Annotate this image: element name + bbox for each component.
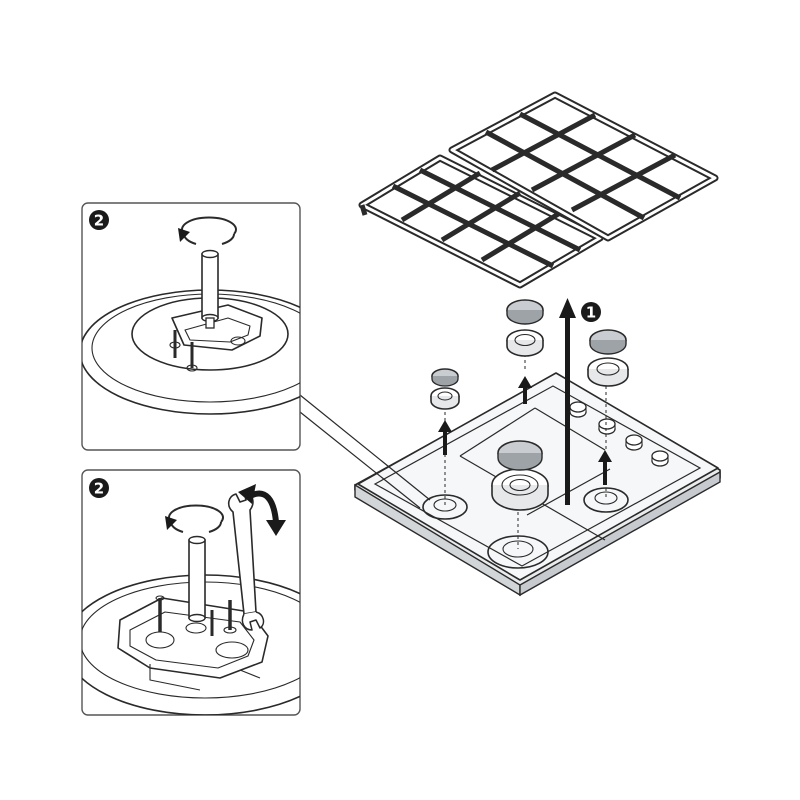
burner-center [491,440,549,511]
burner-left [430,368,460,410]
pan-support-right [448,91,719,242]
pan-support-grid [358,91,719,289]
knob [569,401,587,418]
step-number: 2 [94,212,104,230]
step-badge-1: 1 [581,302,601,322]
step-number: 1 [586,304,596,322]
knob [625,434,643,451]
step-badge-2-bottom: 2 [89,478,109,498]
burner-rear [506,299,544,357]
rotate-arrow-icon [238,484,286,536]
pan-support-left [358,154,604,289]
burner-right [587,329,629,387]
up-arrow-icon [438,298,612,505]
rotate-arrow-icon [165,504,224,533]
detail-panel-top: 2 [81,202,301,451]
control-knobs [569,401,669,467]
step-badge-2-top: 2 [89,210,109,230]
detail-panel-bottom: 2 [81,469,301,716]
wrench-icon [227,491,265,631]
step-number: 2 [94,480,104,498]
callout-leader-lines [299,394,431,509]
knob [598,418,616,435]
knob [651,450,669,467]
rotate-arrow-icon [178,216,237,245]
